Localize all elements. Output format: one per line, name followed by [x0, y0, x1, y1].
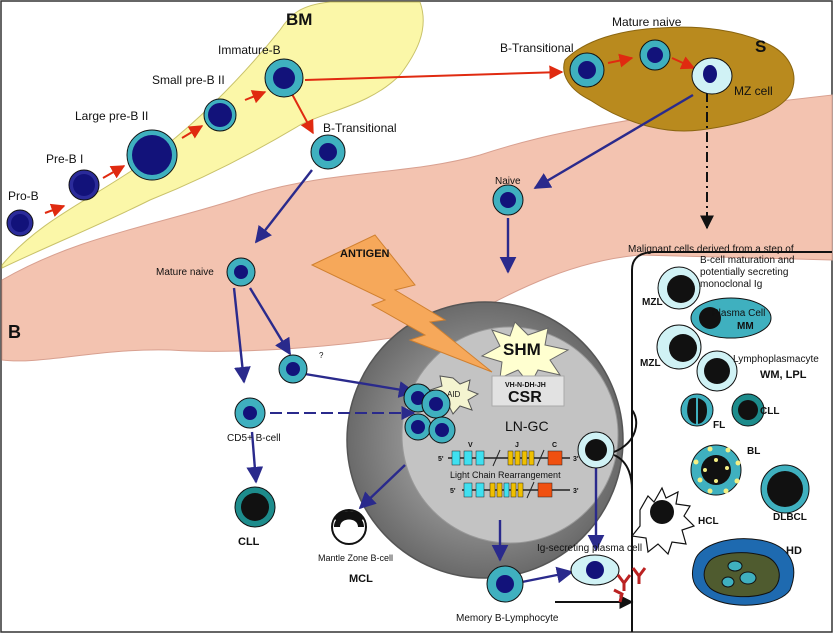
gc-exit-cell: [577, 431, 615, 469]
naive-label: Naive: [495, 176, 521, 187]
malignant-note-2: B-cell maturation and: [700, 255, 795, 266]
mz-cell-label: MZ cell: [734, 84, 773, 98]
mm-cell: [690, 297, 772, 339]
small-pre-b2-cell: [203, 98, 237, 132]
wm-lpl-label: WM, LPL: [760, 369, 807, 381]
plasma-cell-label: Plasma Cell: [712, 308, 765, 319]
cells: [6, 39, 810, 606]
fl-label: FL: [713, 420, 725, 431]
memory-label: Memory B-Lymphocyte: [456, 613, 559, 624]
cll-cell-2: [731, 393, 765, 427]
ig-secreting-label: Ig-secreting plasma cell: [537, 543, 642, 554]
blue-arrows: [232, 93, 694, 584]
pre-b1-label: Pre-B I: [46, 152, 83, 166]
dlbcl-label: DLBCL: [773, 512, 807, 523]
light-chain-label: Light Chain Rearrangement: [450, 470, 561, 480]
mantle-zone-label: Mantle Zone B-cell: [318, 553, 393, 563]
pro-b-label: Pro-B: [8, 189, 39, 203]
malignant-note-4: monoclonal Ig: [700, 279, 762, 290]
immature-b-cell: [264, 58, 304, 98]
aid-label: AID: [447, 390, 461, 399]
ig-secreting-plasma-cell: [570, 554, 620, 586]
vdj-label: VH-N-DH-JH: [505, 382, 546, 389]
antibody-icons: [613, 567, 647, 603]
mzl-label-1: MZL: [642, 297, 663, 308]
pre-b1-cell: [68, 169, 100, 201]
five-prime-label-2: 5': [450, 488, 456, 495]
gc-b-cell-cluster: [403, 383, 456, 444]
hd-cell: [692, 538, 795, 606]
hd-label: HD: [786, 545, 802, 557]
spleen-label: S: [755, 37, 766, 56]
cd5-b-cell-label: CD5+ B-cell: [227, 433, 281, 444]
three-prime-label-2: 3': [573, 488, 579, 495]
mz-cell: [691, 57, 733, 95]
b-transitional-spleen-cell: [569, 52, 605, 88]
dlbcl-cell: [760, 464, 810, 514]
shm-label: SHM: [503, 340, 541, 359]
small-pre-b2-label: Small pre-B II: [152, 73, 225, 87]
large-pre-b2-label: Large pre-B II: [75, 109, 148, 123]
mature-naive-cell: [226, 257, 256, 287]
mcl-label: MCL: [349, 573, 373, 585]
large-pre-b2-cell: [126, 129, 178, 181]
csr-box: [491, 375, 565, 407]
unknown-label: ?: [319, 351, 324, 360]
b-transitional-spleen-label: B-Transitional: [500, 41, 574, 55]
b-transitional-label: B-Transitional: [323, 121, 397, 135]
blood-label: B: [8, 322, 21, 342]
blood-region: [1, 94, 833, 362]
bm-label: BM: [286, 10, 312, 29]
j-label: J: [515, 442, 519, 449]
immature-b-label: Immature-B: [218, 43, 281, 57]
bl-label: BL: [747, 446, 760, 457]
memory-b-cell: [486, 565, 524, 603]
gc-label: LN-GC: [505, 418, 549, 434]
v-label: V: [468, 442, 473, 449]
mantle-zone-cell: [331, 509, 367, 545]
cd5-b-cell: [234, 397, 266, 429]
antigen-label: ANTIGEN: [340, 248, 390, 260]
naive-cell: [492, 184, 524, 216]
five-prime-label-1: 5': [438, 456, 444, 463]
hcl-label: HCL: [698, 516, 719, 527]
hcl-cell: [630, 486, 696, 556]
lymphoplasmacyte-label: Lymphoplasmacyte: [733, 354, 819, 365]
mm-label: MM: [737, 321, 754, 332]
fl-cell: [680, 393, 714, 427]
b-transitional-cell: [310, 134, 346, 170]
unknown-cell: [278, 354, 308, 384]
mzl-cell-2: [656, 324, 702, 370]
labels: BM S B Pro-B Pre-B I Large pre-B II Smal…: [8, 10, 819, 624]
cll-cell: [234, 486, 276, 528]
spleen-region: [563, 26, 795, 132]
malignant-note-1: Malignant cells derived from a step of: [628, 244, 794, 255]
three-prime-label-1: 3': [573, 456, 579, 463]
malignancy-panel-border: [631, 251, 832, 632]
c-label: C: [552, 442, 557, 449]
cll-label: CLL: [238, 536, 260, 548]
mature-naive-label: Mature naive: [156, 267, 214, 278]
csr-label: CSR: [508, 389, 542, 406]
red-arrows: [44, 53, 696, 217]
mzl-label-2: MZL: [640, 358, 661, 369]
light-chain-genes: [448, 449, 570, 499]
malignant-note-3: potentially secreting: [700, 267, 788, 278]
antigen-bolt: [310, 234, 493, 373]
mature-naive-spleen-cell: [639, 39, 671, 71]
mzl-cell-1: [657, 266, 701, 310]
pro-b-cell: [6, 209, 34, 237]
lpl-cell: [696, 350, 738, 392]
cll-label-2: CLL: [760, 406, 779, 417]
bl-cell: [690, 444, 742, 496]
mature-naive-spleen-label: Mature naive: [612, 15, 682, 29]
